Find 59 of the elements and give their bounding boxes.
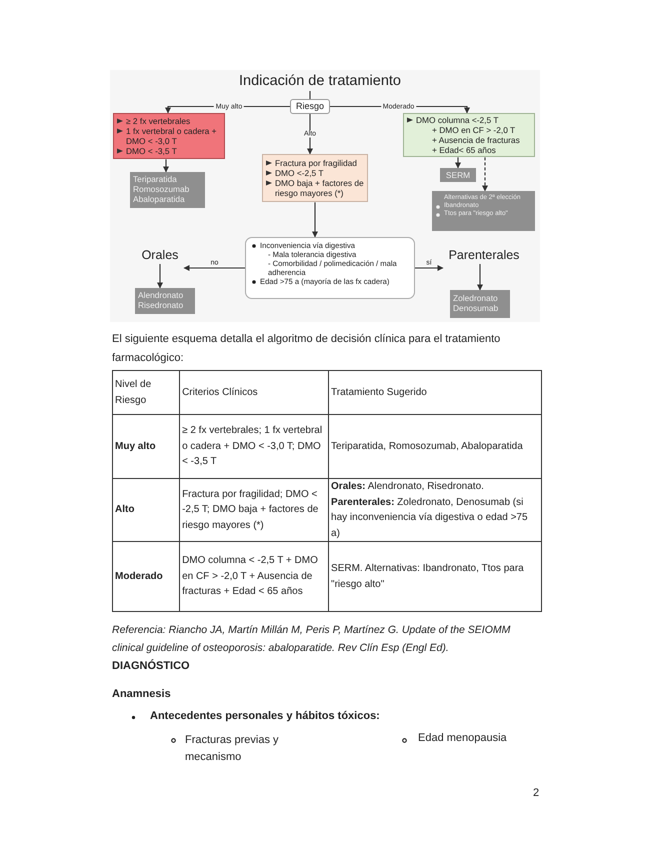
box-text: 1 fx vertebral o cadera + DMO < -3,0 T: [126, 126, 217, 146]
box-text: + DMO en CF > -2,0 T: [432, 125, 516, 136]
decision-box: Riesgo: [290, 99, 330, 114]
arrow: [477, 264, 483, 290]
page-number: 2: [533, 787, 540, 799]
reference-note: Referencia: Riancho JA, Martín Millán M, Peris P, Martínez G. Update of the SEIOMM clinical guideline of osteoporosis: abaloparatide. Rev Clín Esp (Engl Ed).: [112, 623, 512, 656]
arrow: [184, 265, 245, 271]
box-text: DMO columna <-2,5 T: [416, 115, 498, 125]
arrow: [157, 264, 163, 288]
box-text: Romosozumab: [133, 184, 190, 194]
treatment-box: [135, 288, 195, 314]
box-text: Denosumab: [453, 303, 498, 314]
paragraph: El siguiente esquema detalla el algoritmo de decisión clínica para el tratamiento farmacológico:: [112, 332, 502, 366]
treatment-box: SERM: [440, 168, 476, 182]
criteria-box: [262, 154, 368, 202]
table-cell: ≥ 2 fx vertebrales; 1 fx vertebral o cadera + DMO < -3,0 T; DMO < -3,5 T: [180, 414, 329, 478]
table-cell: Teriparatida, Romosozumab, Abaloparatida: [328, 414, 542, 478]
treatment-box: [130, 172, 205, 208]
table-cell: Moderado: [112, 542, 180, 612]
subsection-heading: Anamnesis: [112, 688, 171, 700]
box-text: DMO <-2,5 T: [275, 168, 324, 178]
box-text: + Edad< 65 años: [432, 145, 496, 156]
box-text: Abaloparatida: [133, 194, 185, 204]
box-text: ≥ 2 fx vertebrales: [126, 116, 190, 126]
section-heading: DIAGNÓSTICO: [112, 660, 190, 672]
table-cell: Criterios Clínicos: [180, 370, 329, 414]
box-text: Zoledronato: [453, 293, 498, 303]
route-label: Parenterales: [443, 248, 525, 264]
box-text: Alendronato: [138, 290, 184, 300]
table-cell: Fractura por fragilidad; DMO < -2,5 T; DMO baja + factores de riesgo mayores (*): [180, 478, 329, 542]
box-text: Risedronato: [138, 300, 184, 310]
box-text: DMO baja + factores de riesgo mayores (*): [275, 178, 364, 198]
table-cell: Orales: Alendronato, Risedronato. Parenterales: Zoledronato, Denosumab (si hay inconveniencia vía digestiva o edad >75 a): [328, 478, 542, 542]
box-text: + Ausencia de fracturas: [432, 135, 520, 146]
arrow: [312, 202, 318, 238]
box-text: Teriparatida: [133, 174, 177, 184]
table-cell: Alto: [112, 478, 180, 542]
list-item: Fracturas previas y mecanismo: [185, 733, 280, 765]
treatment-box: [432, 191, 535, 231]
table-cell: DMO columna < -2,5 T + DMO en CF > -2,0 T + Ausencia de fracturas + Edad < 65 años: [180, 542, 329, 612]
list-item: Antecedentes personales y hábitos tóxicos:: [150, 710, 380, 722]
diagram-title: Indicación de tratamiento: [233, 73, 407, 91]
table-cell: SERM. Alternativas: Ibandronato, Ttos para "riesgo alto": [328, 542, 542, 612]
criteria-box: [113, 113, 225, 160]
box-text: Fractura por fragilidad: [275, 158, 357, 168]
arrow: [307, 114, 313, 154]
list-item: Edad menopausia: [418, 732, 507, 744]
arrow: [163, 159, 169, 172]
condition-box: [245, 237, 415, 299]
criteria-box: [403, 113, 535, 158]
box-text: DMO < -3,5 T: [126, 146, 177, 156]
table-cell: Tratamiento Sugerido: [328, 370, 542, 414]
arrow: [415, 265, 444, 271]
arrow: [455, 157, 461, 168]
arrow: [482, 157, 488, 192]
table-cell: Nivel de Riesgo: [112, 370, 180, 414]
treatment-box: [450, 290, 510, 318]
route-label: Orales: [138, 248, 182, 264]
table-cell: Muy alto: [112, 414, 180, 478]
